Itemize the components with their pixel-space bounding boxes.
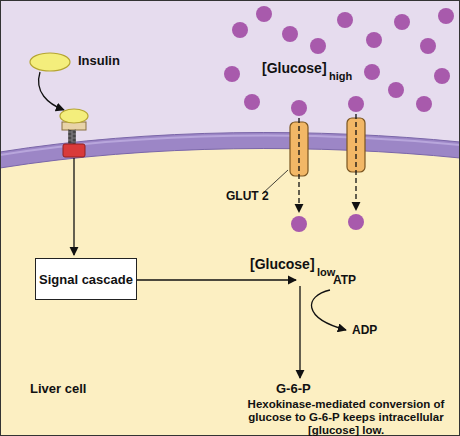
activation-arrow <box>137 279 296 280</box>
text-label: ADP <box>352 324 377 338</box>
glucose-molecule <box>282 26 298 42</box>
cell-interior <box>0 149 460 436</box>
glucose-molecule <box>364 64 380 80</box>
text-label: Insulin <box>78 54 120 69</box>
text-label: Liver cell <box>30 382 86 397</box>
glucose-molecule <box>394 14 410 30</box>
text-label: G-6-P <box>276 382 311 397</box>
glucose-molecule <box>388 82 404 98</box>
receptor-spring <box>68 130 76 144</box>
receptor-kinase <box>63 144 85 157</box>
transport-arrow <box>298 118 299 212</box>
receptor-spring <box>68 130 76 144</box>
glucose-molecules <box>224 6 454 232</box>
reaction-arrow <box>299 286 300 378</box>
box-text: Signal cascade <box>39 272 133 287</box>
bound-insulin <box>60 109 88 123</box>
glucose-molecule <box>416 96 432 112</box>
glucose-molecule <box>291 216 307 232</box>
glucose-molecule <box>232 22 248 38</box>
text-label: [Glucose] <box>262 60 327 76</box>
transport-arrow <box>355 114 356 210</box>
text-label: low <box>317 266 335 279</box>
glucose-molecule <box>434 68 450 84</box>
glucose-molecule <box>256 6 272 22</box>
text-label: ATP <box>333 274 356 288</box>
glucose-molecule <box>337 12 353 28</box>
text-label: GLUT 2 <box>226 190 269 204</box>
binding-arrow <box>39 72 64 110</box>
insulin-molecule <box>30 53 70 71</box>
glucose-molecule <box>244 94 260 110</box>
glucose-molecule <box>348 96 364 112</box>
glucose-molecule <box>224 66 240 82</box>
glucose-molecule <box>438 8 454 24</box>
glucose-molecule <box>420 38 436 54</box>
glucose-molecule <box>348 214 364 230</box>
text-label: Hexokinase-mediated conversion of glucos… <box>234 398 458 436</box>
glucose-molecule <box>291 100 307 116</box>
process-box: Signal cascade <box>35 258 137 300</box>
text-label: high <box>329 70 352 83</box>
atp-arrow <box>311 290 346 330</box>
glucose-molecule <box>366 32 382 48</box>
text-label: [Glucose] <box>250 256 315 272</box>
glucose-molecule <box>310 38 326 54</box>
signal-arrow <box>73 158 74 255</box>
